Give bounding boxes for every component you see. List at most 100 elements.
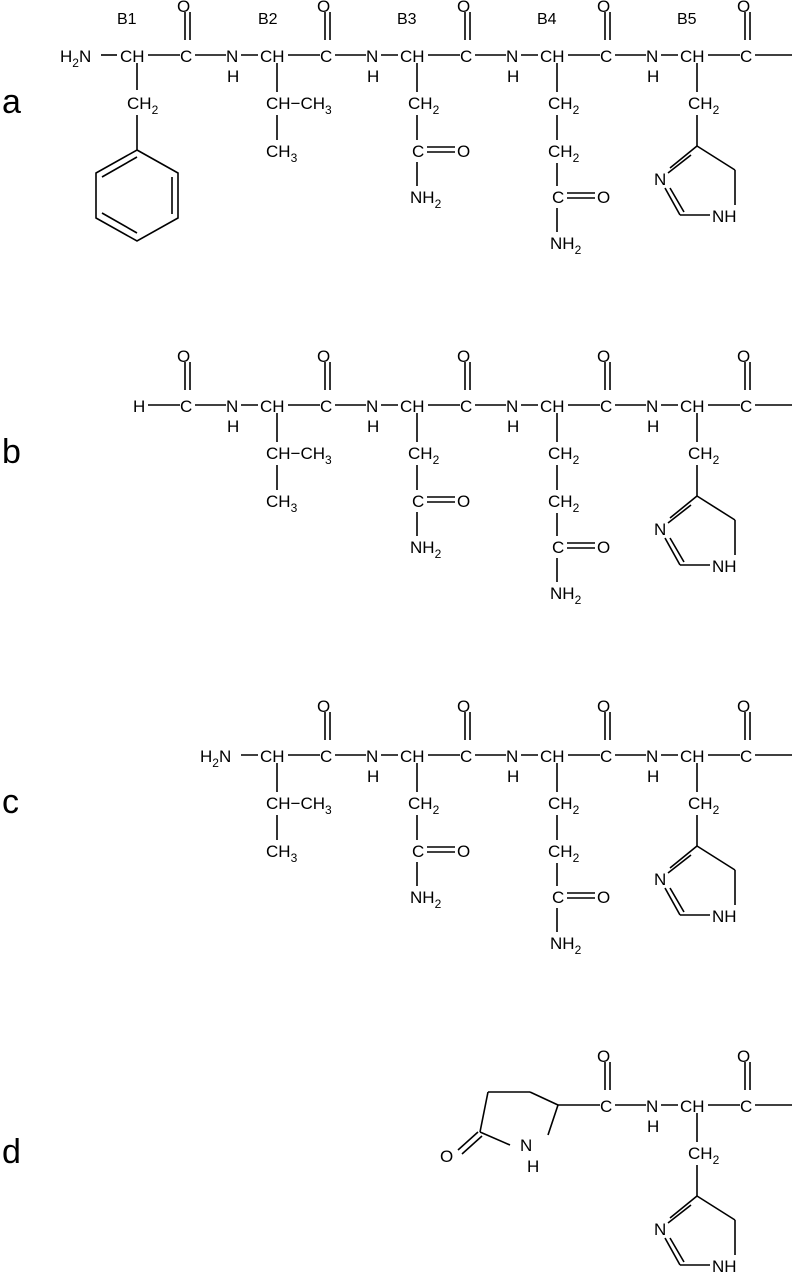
amide-c-b3: C (412, 492, 424, 511)
carbonyl-c-b5: C (740, 397, 752, 416)
carbonyl-o-b4: O (597, 697, 610, 716)
ch2-b3: CH2 (408, 94, 440, 117)
carbonyl-c-b3: C (460, 747, 472, 766)
lactam-n: N (520, 1136, 532, 1155)
amide-h-b3: H (367, 417, 379, 436)
imidazole-n: N (654, 1220, 666, 1239)
carbonyl-o-b4: O (597, 347, 610, 366)
imidazole-nh: NH (712, 1257, 737, 1276)
ch2-b4-2: CH2 (548, 142, 580, 165)
alpha-ch-b5: CH (680, 397, 705, 416)
ch2-b1: CH2 (127, 94, 159, 117)
carbonyl-o-b2: O (317, 0, 330, 16)
carbonyl-o-b2: O (317, 347, 330, 366)
amide-n-b5: N (646, 1097, 658, 1116)
panel-label-c: c (2, 783, 19, 821)
panel-label-d: d (2, 1133, 21, 1171)
amide-c-b4: C (552, 538, 564, 557)
nh2-b4: NH2 (550, 234, 582, 257)
imidazole-nh: NH (712, 557, 737, 576)
structure-c: H2N CH C O N H CH−CH3 CH3 CH C O N H CH2… (200, 697, 792, 957)
carbonyl-o-b5: O (737, 1047, 750, 1066)
carbonyl-c-b2: C (320, 47, 332, 66)
residue-label-b1: B1 (117, 11, 137, 28)
nh2-b3: NH2 (410, 188, 442, 211)
amide-h-b3: H (367, 67, 379, 86)
alpha-ch-b3: CH (400, 747, 425, 766)
carbonyl-c-pglu: C (600, 1097, 612, 1116)
residue-label-b5: B5 (677, 11, 697, 28)
carbonyl-c-b5: C (740, 747, 752, 766)
amide-n-b4: N (506, 397, 518, 416)
nh2-b3: NH2 (410, 538, 442, 561)
alpha-ch-b5: CH (680, 47, 705, 66)
structure-d: N H O C O N H CH C O CH2 N NH (440, 1047, 792, 1276)
ch2-b5: CH2 (688, 1144, 720, 1167)
carbonyl-c-b4: C (600, 397, 612, 416)
amide-c-b4: C (552, 888, 564, 907)
residue-label-b3: B3 (397, 11, 417, 28)
carbonyl-c-b5: C (740, 47, 752, 66)
imidazole-nh: NH (712, 207, 737, 226)
carbonyl-o-b3: O (457, 0, 470, 16)
alpha-ch-b1: CH (120, 47, 145, 66)
carbonyl-c-b3: C (460, 397, 472, 416)
carbonyl-c-b4: C (600, 747, 612, 766)
carbonyl-c-b3: C (460, 47, 472, 66)
amide-o-b4: O (597, 888, 610, 907)
residue-label-b4: B4 (537, 11, 557, 28)
carbonyl-c-b4: C (600, 47, 612, 66)
amide-n-b4: N (506, 47, 518, 66)
amide-n-b5: N (646, 47, 658, 66)
residue-label-b2: B2 (258, 11, 278, 28)
carbonyl-o-b1: O (177, 0, 190, 16)
carbonyl-o-b5: O (737, 347, 750, 366)
alpha-ch-b3: CH (400, 47, 425, 66)
carbonyl-o-b3: O (457, 347, 470, 366)
alpha-ch-b5: CH (680, 1097, 705, 1116)
amide-h-b2: H (227, 67, 239, 86)
amide-h-b5: H (647, 67, 659, 86)
amide-n-b4: N (506, 747, 518, 766)
ch-ch3-b2: CH−CH3 (266, 444, 332, 467)
ch2-b4-1: CH2 (548, 444, 580, 467)
n-terminus-c: H2N (200, 747, 231, 770)
amide-n-b2: N (226, 397, 238, 416)
ch2-b4-1: CH2 (548, 94, 580, 117)
panel-label-b: b (2, 433, 21, 471)
amide-o-b4: O (597, 188, 610, 207)
n-terminus-a: H2N (60, 47, 91, 70)
structure-a: H2N CH C O N H CH2 CH C O N H CH−CH3 CH3 (60, 0, 792, 257)
ch-ch3-b2: CH−CH3 (266, 94, 332, 117)
ch2-b5: CH2 (688, 444, 720, 467)
ch-ch3-b2: CH−CH3 (266, 794, 332, 817)
imidazole-n: N (654, 520, 666, 539)
amide-n-b5: N (646, 747, 658, 766)
carbonyl-o-b5: O (737, 0, 750, 16)
ch2-b3: CH2 (408, 444, 440, 467)
ch3-b2: CH3 (266, 842, 298, 865)
alpha-ch-b4: CH (540, 747, 565, 766)
formyl-h: H (133, 397, 145, 416)
panel-label-a: a (2, 83, 21, 121)
alpha-ch-b3: CH (400, 397, 425, 416)
alpha-ch-b2: CH (260, 397, 285, 416)
amide-h-b5: H (647, 1117, 659, 1136)
ch3-b2: CH3 (266, 142, 298, 165)
carbonyl-c-b2: C (320, 747, 332, 766)
lactam-h: H (527, 1157, 539, 1176)
amide-h-b4: H (507, 417, 519, 436)
structure-b: H C O N H CH C O N H CH−CH3 CH3 CH C O N… (133, 347, 792, 607)
ch2-b4-1: CH2 (548, 794, 580, 817)
amide-n-b3: N (366, 47, 378, 66)
amide-h-b2: H (227, 417, 239, 436)
nh2-b4: NH2 (550, 584, 582, 607)
alpha-ch-b4: CH (540, 397, 565, 416)
amide-o-b4: O (597, 538, 610, 557)
ch2-b5: CH2 (688, 794, 720, 817)
carbonyl-c-b5: C (740, 1097, 752, 1116)
ch2-b4-2: CH2 (548, 842, 580, 865)
carbonyl-o-b3: O (457, 697, 470, 716)
alpha-ch-b4: CH (540, 47, 565, 66)
